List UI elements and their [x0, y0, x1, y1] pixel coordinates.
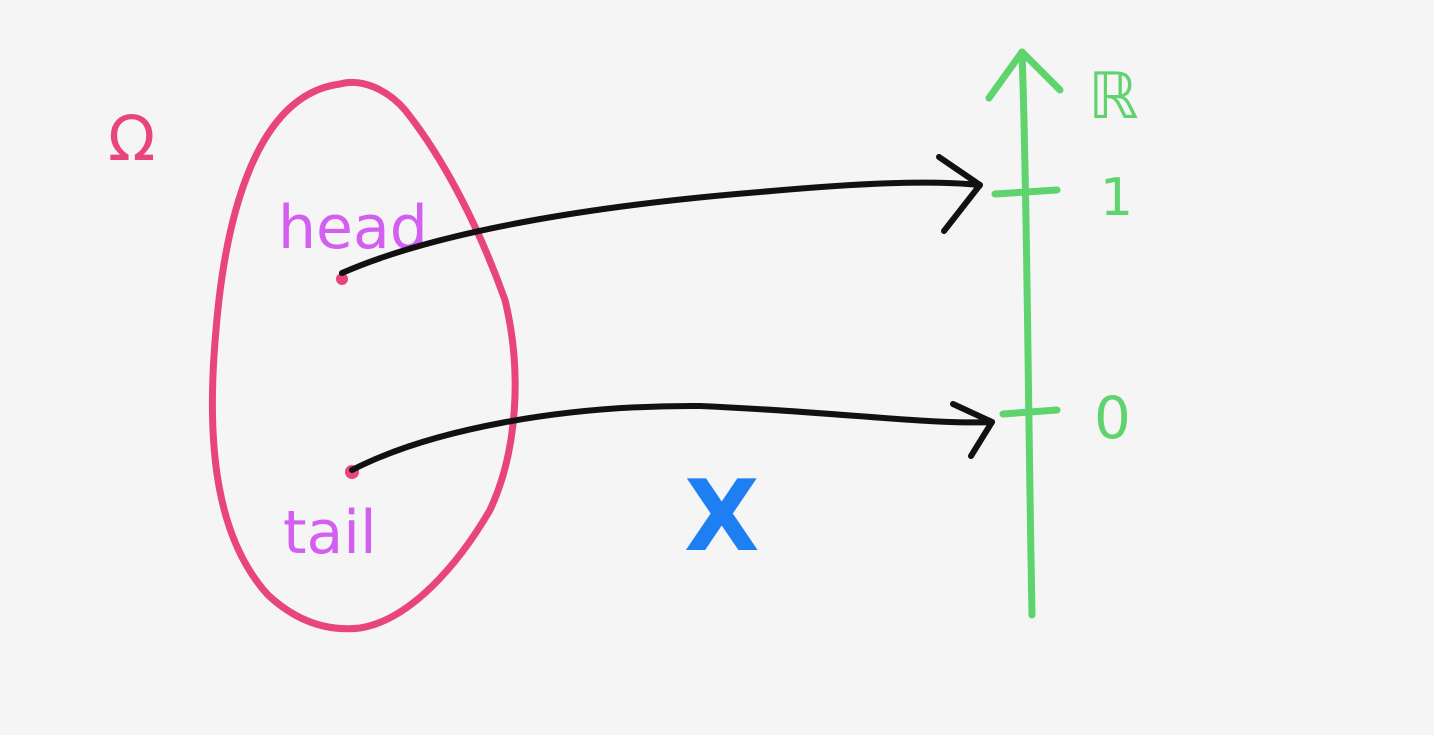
mapping-arrow-head-to-1: [339, 179, 983, 276]
sample-space-label: Ω: [108, 102, 155, 175]
mapping-arrowhead-tail-to-0: [950, 401, 995, 459]
random-variable-label: X: [684, 460, 760, 574]
tick-mark-0: [999, 406, 1061, 418]
mapping-arrowhead-head-to-1: [936, 154, 983, 234]
mapping-arrow-tail-to-0: [349, 402, 995, 473]
tick-label-0: 0: [1094, 384, 1131, 452]
sample-space-oval: [208, 79, 519, 633]
real-line-label: ℝ: [1088, 60, 1139, 134]
real-line-arrowhead: [985, 48, 1064, 102]
outcome-point-head: [336, 273, 348, 285]
real-line-axis: [1018, 48, 1036, 619]
tick-label-1: 1: [1100, 168, 1133, 228]
outcome-label-tail: tail: [283, 498, 377, 568]
tick-mark-1: [991, 186, 1061, 198]
